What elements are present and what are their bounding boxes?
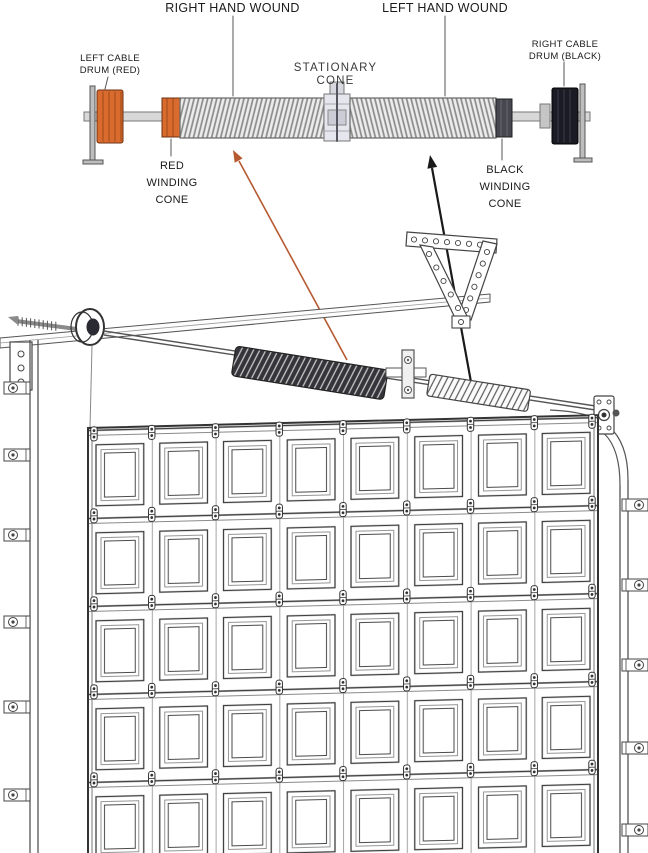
door-panels	[88, 415, 598, 853]
red-winding-cone-part	[161, 97, 181, 138]
hinge-icon	[403, 588, 411, 604]
hinge-icon	[275, 503, 283, 519]
hinge-icon	[211, 423, 220, 439]
hinge-icon	[90, 684, 98, 700]
label-right-cable-drum: RIGHT CABLE DRUM (BLACK)	[528, 39, 602, 62]
black-winding-cone-part	[495, 98, 513, 138]
hinge-icon	[530, 585, 538, 601]
jamb-bracket	[3, 528, 31, 542]
label-red-winding-cone: RED WINDING CONE	[146, 160, 198, 206]
jamb-bracket	[3, 700, 31, 714]
hinge-icon	[530, 415, 538, 431]
hinge-icon	[588, 495, 596, 511]
left-cable-drum-red	[96, 89, 124, 144]
label-stationary-cone: STATIONARY CONE	[293, 62, 378, 87]
hinge-icon	[588, 759, 596, 775]
hinge-icon	[403, 418, 411, 434]
hinge-icon	[588, 413, 596, 429]
left-vertical-track	[29, 340, 39, 853]
lift-cable	[89, 345, 93, 429]
hinge-icon	[275, 591, 283, 607]
right-cable-drum-black	[551, 87, 579, 145]
hinge-icon	[211, 505, 220, 521]
torsion-assembly-diagram	[82, 15, 593, 165]
hinge-icon	[275, 679, 283, 695]
red-arrowhead-icon	[233, 150, 243, 163]
hinge-icon	[530, 673, 538, 689]
spring-right-hand-wound	[179, 97, 325, 139]
label-left-hand-wound: LEFT HAND WOUND	[382, 1, 508, 15]
hinge-icon	[148, 770, 156, 786]
red-arrow	[233, 150, 348, 361]
hinge-icon	[403, 676, 411, 692]
hinge-icon	[339, 677, 347, 694]
garage-door-scene	[0, 231, 648, 853]
label-right-hand-wound: RIGHT HAND WOUND	[165, 1, 300, 15]
hinge-icon	[148, 424, 156, 440]
jamb-bracket	[3, 448, 31, 462]
hinge-icon	[466, 498, 475, 514]
hinge-icon	[588, 583, 596, 599]
left-end-bracket	[82, 85, 104, 165]
horizontal-angle-track	[0, 293, 491, 349]
bearing-collar	[539, 103, 551, 129]
jamb-bracket	[3, 381, 31, 395]
label-black-winding-cone: BLACK WINDING CONE	[479, 164, 531, 210]
jamb-bracket	[621, 498, 648, 512]
hinge-icon	[530, 497, 538, 513]
hinge-icon	[466, 674, 475, 690]
leader-left-drum	[104, 76, 109, 90]
hinge-icon	[339, 589, 347, 606]
hinge-icon	[466, 762, 475, 778]
hinge-icon	[90, 772, 98, 788]
jamb-bracket	[3, 788, 31, 802]
jamb-bracket	[621, 823, 648, 837]
left-cable-drum-installed	[70, 308, 105, 346]
hinge-icon	[403, 500, 411, 516]
hinge-icon	[588, 671, 596, 687]
stationary-cone-part	[323, 81, 351, 142]
jamb-bracket	[621, 578, 648, 592]
annotation-arrows	[233, 150, 475, 394]
hinge-icon	[90, 426, 98, 442]
hinge-icon	[211, 769, 220, 785]
installed-spring-left	[231, 345, 389, 400]
garage-door-panel-grid	[87, 413, 599, 853]
hinge-icon	[148, 506, 156, 522]
hinge-icon	[90, 596, 98, 612]
hinge-icon	[211, 593, 220, 609]
hinge-icon	[275, 767, 283, 783]
left-bearing-plate	[9, 341, 33, 391]
left-shaft-end	[8, 316, 85, 332]
hinge-icon	[211, 681, 220, 697]
hinge-icon	[339, 501, 347, 518]
jamb-bracket	[621, 658, 648, 672]
jamb-bracket	[621, 741, 648, 755]
perforated-anchor-bracket	[405, 231, 498, 329]
right-end-bracket	[573, 83, 593, 163]
hinge-icon	[466, 586, 475, 602]
jamb-bracket	[3, 615, 31, 629]
spring-left-hand-wound	[349, 97, 497, 139]
hinge-icon	[339, 765, 347, 782]
hinge-icon	[403, 764, 411, 780]
center-bearing-bracket	[385, 349, 427, 399]
hinge-icon	[339, 419, 347, 436]
black-arrowhead-icon	[427, 155, 438, 169]
hinge-icon	[148, 594, 156, 610]
hinge-icon	[530, 761, 538, 777]
black-arrow	[427, 155, 475, 394]
hinge-icon	[466, 416, 475, 432]
hinge-icon	[90, 508, 98, 524]
label-left-cable-drum: LEFT CABLE DRUM (RED)	[79, 53, 141, 76]
hinge-icon	[148, 682, 156, 698]
installed-spring-right	[426, 373, 531, 412]
hinge-icon	[275, 421, 283, 437]
